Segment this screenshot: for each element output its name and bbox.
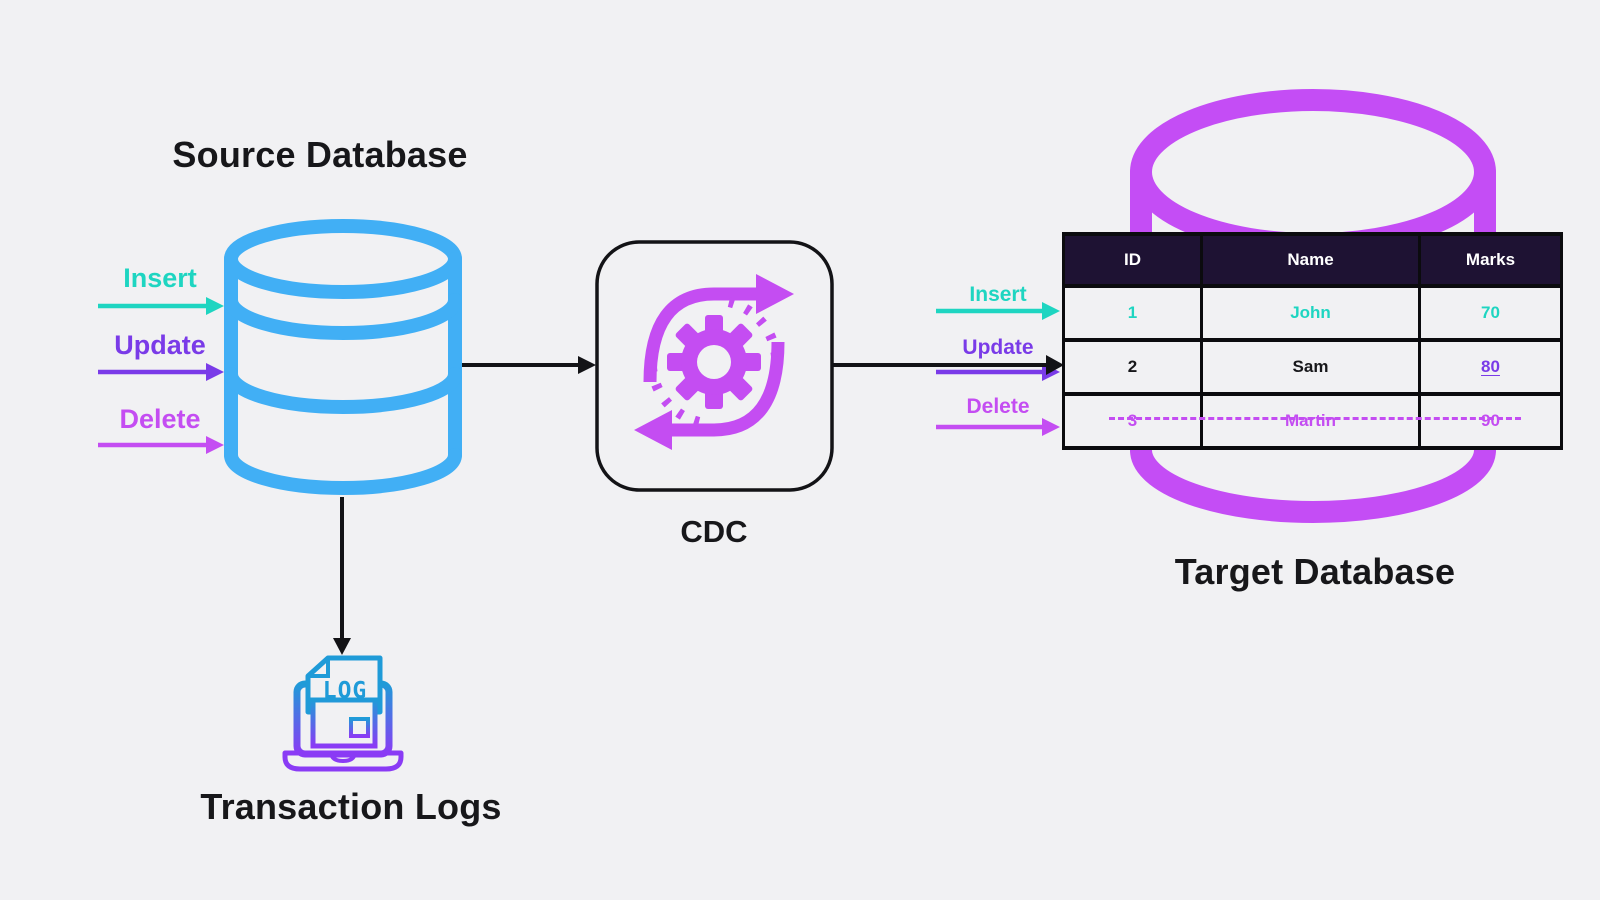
table-header-name: Name (1200, 232, 1421, 288)
table-row-updated: 2 Sam 80 (1062, 338, 1563, 396)
table-header-id: ID (1062, 232, 1203, 288)
table-row-deleted: 3 Martin 90 (1062, 392, 1563, 450)
delete-arrow-source (98, 436, 224, 454)
cdc-box (595, 240, 834, 492)
update-arrow-source (98, 363, 224, 381)
target-op-label-insert: Insert (969, 283, 1027, 306)
source-to-cdc-arrow (462, 356, 596, 374)
target-database-title: Target Database (1174, 551, 1456, 592)
source-op-label-delete: Delete (119, 404, 201, 434)
cell-name: Martin (1200, 392, 1421, 450)
cell-name: Sam (1200, 338, 1421, 396)
cdc-label: CDC (680, 514, 748, 549)
gear-icon (667, 315, 761, 409)
source-database-icon (224, 219, 462, 495)
cell-marks-updated: 80 (1418, 338, 1563, 396)
log-report-card (310, 697, 378, 749)
source-to-logs-arrow (333, 497, 351, 655)
table-row-inserted: 1 John 70 (1062, 284, 1563, 342)
table-header-marks: Marks (1418, 232, 1563, 288)
cdc-sync-icon (634, 274, 794, 450)
insert-arrow-source (98, 297, 224, 315)
cell-id: 1 (1062, 284, 1203, 342)
target-table: ID Name Marks 1 John 70 2 Sam 80 3 (1062, 232, 1563, 450)
cell-id: 3 (1062, 392, 1203, 450)
target-op-label-update: Update (962, 336, 1034, 359)
target-op-label-delete: Delete (966, 395, 1030, 418)
cell-marks: 90 (1418, 392, 1563, 450)
transaction-logs-title: Transaction Logs (200, 786, 502, 827)
delete-arrow-target (936, 418, 1060, 436)
cell-marks: 70 (1418, 284, 1563, 342)
source-database-title: Source Database (172, 134, 468, 175)
table-header-row: ID Name Marks (1062, 232, 1563, 288)
transaction-logs-icon: LOG (282, 655, 404, 772)
insert-arrow-target (936, 302, 1060, 320)
source-op-label-update: Update (114, 330, 206, 360)
source-op-label-insert: Insert (123, 263, 197, 293)
cdc-to-target-arrow (832, 355, 1064, 375)
cell-id: 2 (1062, 338, 1203, 396)
cell-name: John (1200, 284, 1421, 342)
laptop-base (282, 750, 404, 772)
